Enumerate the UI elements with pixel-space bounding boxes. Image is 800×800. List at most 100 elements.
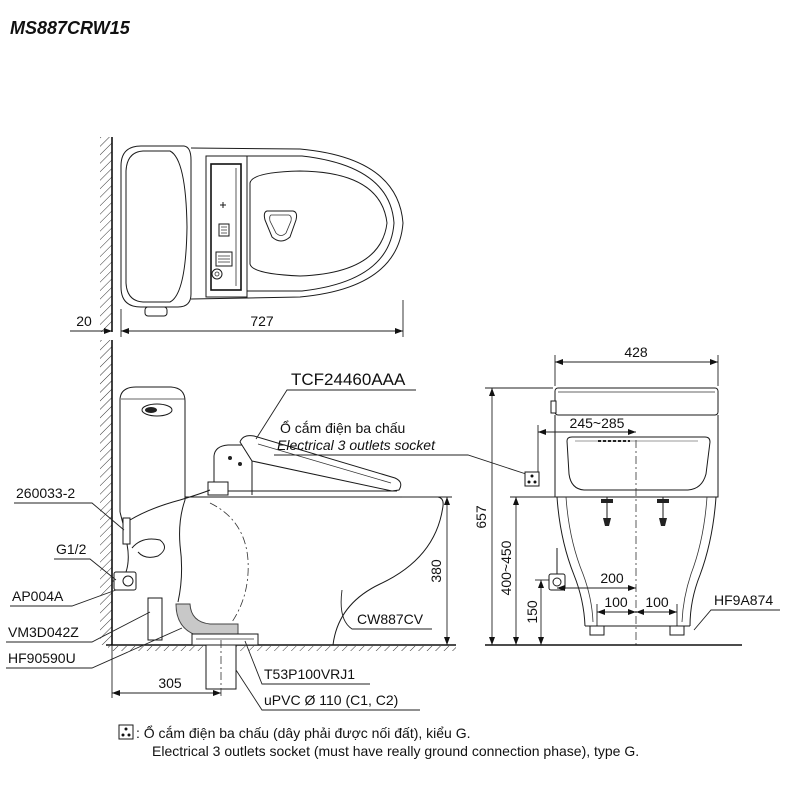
dim-foot-left: 100 — [604, 594, 628, 610]
plan-view: 20 727 — [70, 137, 404, 337]
leader-line — [235, 669, 420, 711]
dim-total-height: 657 — [473, 505, 489, 529]
flush-button-mark — [145, 407, 157, 413]
seat-bolt-head — [601, 499, 613, 503]
plan-bowl-outline — [190, 147, 404, 300]
dim-rim-height: 380 — [428, 559, 444, 583]
dim-socket-offset: 245~285 — [570, 415, 625, 431]
front-view: 428 245~285 657 400~450 150 200 100 100 … — [473, 344, 780, 646]
front-body-left — [556, 496, 586, 627]
drain-elbow — [175, 603, 239, 639]
footnote-line-2: Electrical 3 outlets socket (must have r… — [152, 743, 639, 759]
side-tank-outline — [119, 386, 186, 512]
leader-line — [6, 611, 151, 643]
socket-pin — [527, 480, 531, 484]
dim-rough-in: 305 — [158, 675, 182, 691]
socket-pin — [127, 733, 131, 737]
plan-tank-outline — [120, 145, 192, 308]
seat-lid-inner-line — [257, 443, 392, 484]
seat-sensor-dot — [238, 462, 242, 466]
function-button-icon — [215, 251, 233, 267]
part-label: G1/2 — [56, 541, 87, 557]
bowl-label: CW887CV — [357, 611, 424, 627]
front-body-right — [689, 496, 717, 627]
part-label: AP004A — [12, 588, 64, 604]
seat-sensor-dot — [228, 456, 232, 460]
model-title: MS887CRW15 — [10, 18, 131, 38]
part-label: HF90590U — [8, 650, 76, 666]
side-bowl-outline — [185, 496, 444, 646]
supply-fitting — [122, 517, 131, 545]
leader-line — [244, 640, 370, 685]
side-pedestal-back — [177, 499, 186, 603]
plan-tank-lid — [125, 150, 188, 303]
socket-label-vi: Ổ cắm điện ba chấu — [280, 419, 405, 436]
side-view: 380 305 260033-2 G1/2 AP004A VM3D042Z HF… — [6, 340, 527, 711]
function-button-lines — [218, 255, 230, 263]
seat-lid — [239, 435, 402, 492]
leader-line — [14, 502, 125, 531]
seat-bolt-head — [657, 499, 669, 503]
socket-pin — [121, 733, 125, 737]
socket-icon — [118, 724, 134, 740]
seat-bolt-nut — [659, 518, 667, 526]
socket-icon — [524, 471, 540, 487]
control-panel-frame — [205, 155, 248, 298]
seat-bolt-nut — [603, 518, 611, 526]
flex-hose-coil — [131, 538, 165, 558]
leader-line — [6, 627, 183, 669]
plan-drain-inner — [269, 214, 292, 236]
seat-control-housing — [213, 444, 253, 495]
plan-seat-ring — [247, 155, 395, 292]
socket-pin — [530, 474, 534, 478]
drain-pipe-label: uPVC Ø 110 (C1, C2) — [264, 692, 398, 708]
dim-valve-height: 150 — [524, 600, 540, 624]
dim-socket-height: 400~450 — [498, 540, 514, 595]
floor-hatch — [108, 646, 456, 651]
seat-hose-connector — [207, 481, 229, 496]
angle-valve-knob — [122, 575, 134, 587]
flush-button-icon — [141, 403, 173, 417]
flex-hose — [129, 489, 211, 521]
socket-pin — [533, 480, 537, 484]
mode-button-lines — [221, 226, 227, 234]
side-trapway — [209, 502, 249, 623]
plus-icon — [220, 202, 226, 208]
control-panel-inner — [210, 163, 242, 291]
dim-width: 428 — [624, 344, 648, 360]
front-seat-window — [566, 436, 711, 491]
socket-pin — [124, 727, 128, 731]
flange-label: T53P100VRJ1 — [264, 666, 355, 682]
leader-line — [340, 589, 432, 630]
footnote: : Ổ cắm điện ba chấu (dây phải được nối … — [118, 724, 639, 759]
leader-line — [54, 558, 117, 581]
supply-drop — [125, 543, 129, 573]
leader-line — [10, 589, 117, 607]
front-body-left-inner — [565, 496, 594, 623]
dim-overall-length: 727 — [250, 313, 274, 329]
mode-button-icon — [218, 223, 230, 237]
plan-foot — [144, 306, 168, 317]
leader-line — [255, 389, 416, 440]
dim-foot-right: 100 — [645, 594, 669, 610]
front-foot — [669, 625, 685, 636]
front-seat-ring — [554, 415, 719, 498]
dial-icon — [211, 268, 223, 280]
front-hinge — [550, 400, 557, 414]
plan-seat-opening — [249, 170, 388, 277]
leader-line — [274, 454, 527, 475]
dim-valve-offset: 200 — [600, 570, 624, 586]
plan-wall-hatch — [100, 137, 112, 332]
front-body-right-inner — [681, 496, 708, 623]
foot-part-label: HF9A874 — [714, 592, 773, 608]
socket-label-en: Electrical 3 outlets socket — [277, 437, 436, 453]
dim-wall-gap: 20 — [76, 313, 92, 329]
side-wall-hatch — [100, 340, 112, 645]
floor-flange — [191, 633, 259, 646]
footnote-line-1: : Ổ cắm điện ba chấu (dây phải được nối … — [136, 724, 471, 741]
part-label: 260033-2 — [16, 485, 75, 501]
dial-center-icon — [214, 271, 220, 277]
plan-drain-outer — [263, 210, 298, 242]
